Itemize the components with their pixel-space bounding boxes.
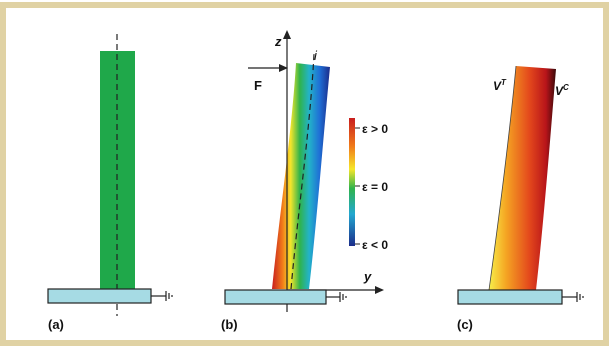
panel-label-b: (b) — [221, 317, 238, 332]
base-plate — [457, 289, 563, 305]
neutral-axis-label: i — [314, 48, 318, 63]
beam-edge-line — [488, 65, 517, 291]
colorbar-label-positive: ε > 0 — [362, 122, 388, 136]
base-plate — [47, 288, 152, 304]
vt-label: VT — [493, 78, 507, 93]
ground-icon — [151, 291, 173, 301]
base-plate — [224, 289, 327, 305]
ground-icon — [326, 292, 347, 302]
colorbar-label-negative: ε < 0 — [362, 238, 388, 252]
panel-label-a: (a) — [48, 317, 64, 332]
vc-label: VC — [555, 83, 569, 98]
panel-label-c: (c) — [457, 317, 473, 332]
panel-a: (a) — [47, 34, 173, 332]
strain-colorbar — [349, 118, 355, 246]
panel-b: z y i F ε > 0 ε = 0 ε < 0 (b) — [221, 30, 388, 332]
ground-icon — [562, 292, 584, 302]
panel-c: VT VC (c) — [457, 65, 584, 332]
bent-beam-voltage — [489, 66, 556, 290]
axis-y-label: y — [363, 269, 372, 284]
y-axis-arrow-icon — [375, 286, 384, 294]
force-arrow-head-icon — [279, 64, 288, 72]
axis-z-label: z — [274, 34, 282, 49]
z-axis-arrow-icon — [283, 30, 291, 39]
force-label: F — [254, 78, 262, 93]
colorbar-label-zero: ε = 0 — [362, 180, 388, 194]
colorbar-ticks — [355, 127, 360, 245]
